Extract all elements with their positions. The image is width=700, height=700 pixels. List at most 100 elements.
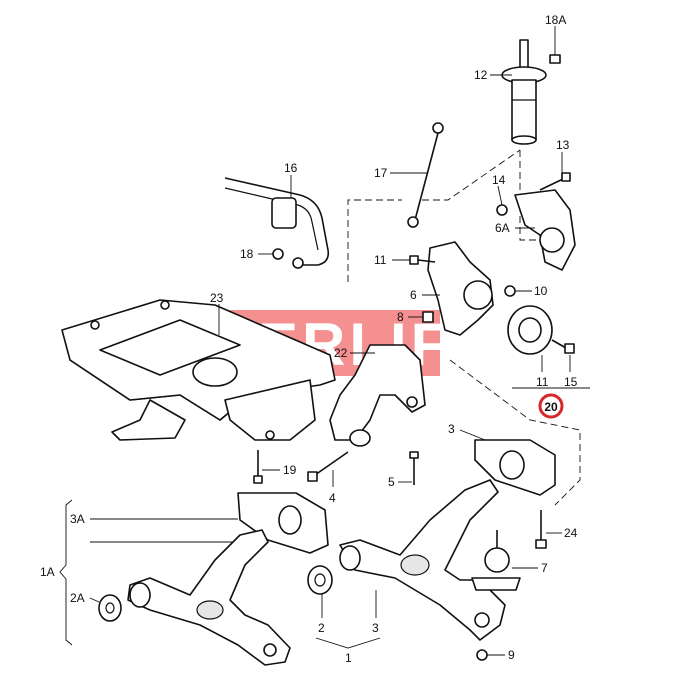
bolt-4-shaft <box>314 451 349 476</box>
bolt-15-head <box>564 343 575 354</box>
hub-inner <box>518 317 542 343</box>
arm-left-body <box>127 529 291 666</box>
dash-link-strut <box>422 149 521 201</box>
bolt-5-head <box>409 451 419 459</box>
subframe-23 <box>61 299 336 441</box>
label-2: 2 <box>318 621 325 635</box>
stabilizer-end <box>292 257 304 269</box>
bolt-15 <box>551 339 575 354</box>
bushing-3A <box>237 492 329 554</box>
bushing-2A <box>98 594 122 622</box>
nut-14 <box>496 204 508 216</box>
bolt-19-head <box>253 475 263 484</box>
highlight-marker: 20 <box>538 393 564 419</box>
bushing-2A-body <box>98 594 122 622</box>
highlight-label: 20 <box>544 400 558 414</box>
label-6A: 6A <box>495 221 510 235</box>
strut-base <box>511 135 537 145</box>
bracket-22 <box>329 344 426 447</box>
bolt-8 <box>422 311 434 323</box>
dash-stabilizer-link <box>347 199 402 282</box>
knuckle-6-body <box>427 241 494 336</box>
bracket-hole <box>406 396 418 408</box>
knuckle-6-bore <box>463 280 493 310</box>
nut-10 <box>504 285 516 297</box>
bolt-15-shaft <box>551 339 567 349</box>
bolt-13-shaft <box>539 177 566 191</box>
bushing-2A-bore <box>105 602 115 614</box>
bracket-bushing <box>349 429 371 447</box>
ball-joint-7 <box>471 530 521 591</box>
lead-14 <box>497 185 503 206</box>
label-16: 16 <box>284 161 298 175</box>
label-22: 22 <box>334 346 348 360</box>
ball-joint-ball <box>484 547 510 573</box>
label-1A: 1A <box>40 565 55 579</box>
bushing-3A-bore <box>278 505 302 535</box>
arm-right-cutout <box>400 554 430 576</box>
label-2A: 2A <box>70 591 85 605</box>
label-7: 7 <box>541 561 548 575</box>
bushing-2 <box>307 565 333 595</box>
ball-joint-flange <box>471 577 521 591</box>
label-17: 17 <box>374 166 388 180</box>
link-17-rod <box>414 132 439 221</box>
strut-assembly <box>501 39 547 145</box>
label-3a: 3 <box>448 422 455 436</box>
label-5: 5 <box>388 475 395 489</box>
label-13: 13 <box>556 138 570 152</box>
knuckle-6A-bore <box>539 227 565 253</box>
label-10: 10 <box>534 284 548 298</box>
bolt-5 <box>409 451 419 485</box>
bolt-4-head <box>307 471 318 482</box>
bracket-1 <box>315 637 381 649</box>
bracket-1A <box>59 499 73 646</box>
bolt-24 <box>535 510 547 549</box>
knuckle-6 <box>427 241 494 336</box>
subframe-hole-3 <box>265 430 275 440</box>
lead-2A <box>89 597 100 603</box>
subframe-rear-leg <box>111 399 186 441</box>
bracket-body <box>329 344 426 441</box>
control-arm-right <box>339 479 506 641</box>
label-4: 4 <box>329 491 336 505</box>
lead-3a <box>459 429 486 441</box>
arm-left-cutout <box>196 600 224 620</box>
nut-18 <box>272 248 284 260</box>
label-23: 23 <box>210 291 224 305</box>
subframe-plate <box>99 319 241 376</box>
stabilizer-link-17 <box>407 122 444 228</box>
label-19: 19 <box>283 463 297 477</box>
bolt-13-head <box>561 172 571 182</box>
stabilizer-bushing <box>271 197 297 229</box>
bushing-2-body <box>307 565 333 595</box>
label-3A: 3A <box>70 512 85 526</box>
label-15: 15 <box>564 375 578 389</box>
dash-strut-knuckle <box>519 150 548 241</box>
label-14: 14 <box>492 173 506 187</box>
label-12: 12 <box>474 68 488 82</box>
bolt-24-head <box>535 539 547 549</box>
nut-18A <box>549 54 561 64</box>
strut-body <box>511 79 537 141</box>
arm-left-hole <box>263 643 277 657</box>
bolt-4 <box>307 451 349 482</box>
control-arm-left <box>127 529 291 666</box>
subframe-mount <box>192 357 238 387</box>
stabilizer-bar-16 <box>224 177 330 269</box>
knuckle-upper-6A <box>514 189 576 271</box>
arm-right-balljoint-hole <box>474 612 490 628</box>
label-3b: 3 <box>372 621 379 635</box>
arm-left-bushing <box>129 582 151 608</box>
bushing-3 <box>474 439 556 496</box>
nut-9 <box>476 649 488 661</box>
subframe-hole-1 <box>90 320 100 330</box>
bushing-2-bore <box>314 573 326 587</box>
label-11b: 11 <box>536 375 549 389</box>
label-18A: 18A <box>545 13 566 27</box>
bolt-19 <box>253 450 263 484</box>
arm-right-bushing <box>339 545 361 571</box>
label-11a: 11 <box>374 253 387 267</box>
label-8: 8 <box>397 310 404 324</box>
